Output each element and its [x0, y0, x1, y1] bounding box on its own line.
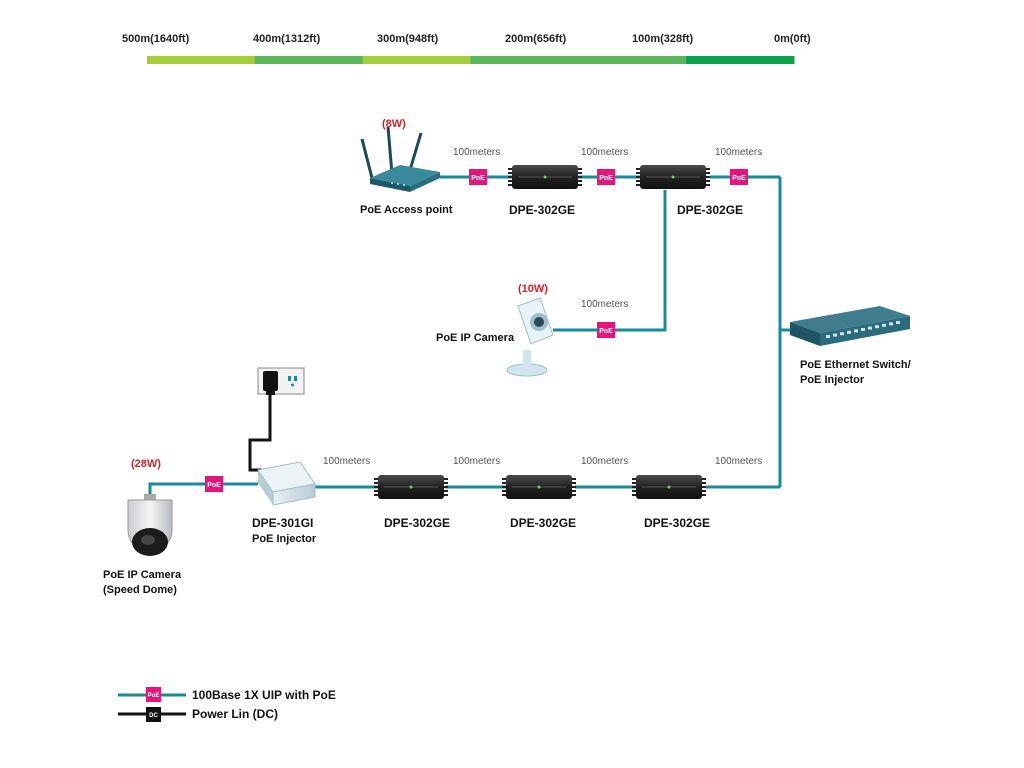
segment-length-label: 100meters: [715, 147, 763, 158]
distance-label-400m: 400m(1312ft): [253, 33, 321, 45]
scale-segment: [254, 56, 364, 64]
dpe-302ge-extender-icon: [502, 475, 576, 499]
legend-glyphs: PoE DC: [118, 687, 186, 722]
scale-segment: [578, 56, 687, 64]
legend-dc-badge: [146, 707, 161, 722]
poe-switch-icon: [790, 306, 910, 346]
access-point-label: PoE Access point: [360, 204, 453, 216]
power-adapter-icon: [263, 371, 278, 395]
speed-dome-label-line2: (Speed Dome): [103, 584, 177, 596]
poe-badge: PoE: [205, 476, 223, 492]
cable-ext2-camera: [553, 190, 667, 332]
scale-segment: [362, 56, 471, 64]
distance-label-0m: 0m(0ft): [774, 33, 811, 45]
dpe-302ge-extender-icon: [636, 165, 710, 189]
poe-badge-text: PoE: [732, 175, 746, 182]
distance-label-200m: 200m(656ft): [505, 33, 567, 45]
segment-length-label: 100meters: [323, 456, 371, 467]
access-point-icon: [360, 126, 440, 192]
scale-segment: [686, 56, 795, 64]
segment-length-label: 100meters: [581, 456, 629, 467]
dpe-302ge-extender-icon: [508, 165, 582, 189]
poe-badge: PoE: [597, 169, 615, 185]
cable-injector-dome: [148, 482, 258, 496]
dpe-302ge-extender-icon: [374, 475, 448, 499]
segment-length-label: 100meters: [453, 147, 501, 158]
dpe-302ge-extender-icon: [632, 475, 706, 499]
speed-dome-icon: [127, 494, 173, 556]
poe-badge: PoE: [469, 169, 487, 185]
extender-bottom-1-label: DPE-302GE: [384, 516, 451, 530]
poe-badge-text: PoE: [207, 482, 221, 489]
extender-top-2-label: DPE-302GE: [677, 203, 744, 217]
scale-segment: [147, 56, 256, 64]
poe-badge-text: PoE: [471, 175, 485, 182]
speed-dome-wattage: (28W): [131, 458, 161, 470]
segment-length-label: 100meters: [581, 299, 629, 310]
legend-poe-badge-text: PoE: [148, 693, 160, 699]
legend-dc-badge-text: DC: [149, 713, 158, 719]
extender-top-1-label: DPE-302GE: [509, 203, 576, 217]
legend-power-text: Power Lin (DC): [192, 707, 278, 721]
dc-power-cable: [248, 392, 272, 472]
extender-bottom-2-label: DPE-302GE: [510, 516, 577, 530]
injector-label-line1: DPE-301GI: [252, 516, 314, 530]
segment-length-label: 100meters: [453, 456, 501, 467]
distance-label-500m: 500m(1640ft): [122, 33, 190, 45]
poe-badges-layer: PoE PoE PoE PoE PoE: [205, 169, 748, 492]
distance-scale-bar: [147, 56, 795, 64]
scale-segment: [470, 56, 579, 64]
injector-label-line2: PoE Injector: [252, 533, 317, 545]
poe-badge-text: PoE: [599, 328, 613, 335]
segment-length-label: 100meters: [715, 456, 763, 467]
speed-dome-label-line1: PoE IP Camera: [103, 569, 182, 581]
ip-camera-icon: [506, 297, 554, 377]
extender-bottom-3-label: DPE-302GE: [644, 516, 711, 530]
distance-label-100m: 100m(328ft): [632, 33, 694, 45]
legend-poe-text: 100Base 1X UIP with PoE: [192, 688, 336, 702]
poe-badge-text: PoE: [599, 175, 613, 182]
segment-length-label: 100meters: [581, 147, 629, 158]
access-point-wattage: (8W): [382, 118, 406, 130]
extenders-layer: [374, 165, 710, 499]
poe-badge: PoE: [597, 322, 615, 338]
distance-label-300m: 300m(948ft): [377, 33, 439, 45]
switch-label-line1: PoE Ethernet Switch/: [800, 359, 911, 371]
legend-poe-badge: [146, 687, 161, 702]
switch-label-line2: PoE Injector: [800, 374, 865, 386]
poe-badge: PoE: [730, 169, 748, 185]
ip-camera-wattage: (10W): [518, 283, 548, 295]
injector-icon: [257, 461, 316, 506]
ip-camera-label: PoE IP Camera: [436, 332, 515, 344]
